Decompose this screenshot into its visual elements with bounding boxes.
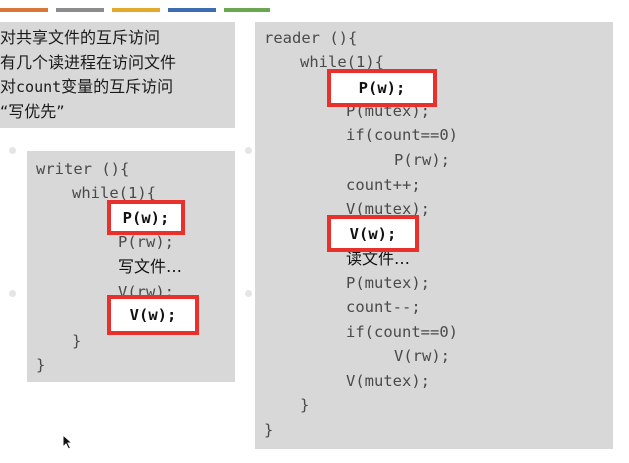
bullet-dot (9, 290, 16, 297)
reader-code-line: count--; (346, 298, 421, 316)
bullet-dot (245, 290, 252, 297)
writer-highlight-pw: P(w); (107, 200, 185, 235)
reader-code-line-highlighted: P(w); (358, 79, 406, 97)
header-stripe-green (224, 8, 270, 12)
reader-code-line: if(count==0) (346, 126, 458, 144)
bullet-dot (9, 147, 16, 154)
header-stripe-orange (0, 8, 48, 12)
writer-code-line-highlighted: P(w); (122, 208, 170, 227)
writer-code-panel: writer (){ while(1){ P(rw); 写文件… V(rw); … (27, 151, 235, 382)
reader-code-line: V(mutex); (346, 200, 430, 218)
header-stripe-gray (56, 8, 104, 12)
writer-code-line: } (36, 356, 46, 374)
reader-code-line: P(rw); (394, 151, 450, 169)
reader-code-line: V(rw); (394, 347, 450, 365)
note-line-1: 对共享文件的互斥访问 (0, 28, 161, 47)
header-stripe-yellow (112, 8, 160, 12)
note-line-4: “写优先” (0, 102, 65, 121)
reader-code-line: reader (){ (264, 29, 358, 47)
writer-code-line: 写文件… (118, 257, 183, 276)
writer-code-line: P(rw); (118, 233, 174, 251)
bullet-dot (245, 147, 252, 154)
reader-highlight-vw: V(w); (327, 215, 419, 252)
note-line-3: 对count变量的互斥访问 (0, 77, 173, 97)
reader-code-line: 读文件… (346, 249, 411, 268)
mouse-pointer-icon (62, 434, 74, 450)
reader-code-line: count++; (346, 176, 421, 194)
reader-code-line-highlighted: V(w); (349, 224, 397, 243)
writer-code-line: } (72, 332, 82, 350)
writer-code-line: writer (){ (36, 160, 130, 178)
reader-code-line: } (300, 396, 310, 414)
header-stripe-blue (168, 8, 216, 12)
reader-code-line: } (264, 421, 274, 439)
writer-code-line: while(1){ (72, 184, 156, 202)
note-line-2: 有几个读进程在访问文件 (0, 53, 177, 72)
note-line-3-pre: 对 (0, 77, 17, 96)
writer-highlight-vw: V(w); (107, 295, 199, 335)
reader-code-line: while(1){ (300, 53, 384, 71)
reader-highlight-pw: P(w); (327, 69, 437, 107)
notes-panel: 对共享文件的互斥访问 有几个读进程在访问文件 对count变量的互斥访问 “写优… (0, 22, 235, 128)
note-line-3-code: count (16, 78, 62, 96)
reader-code-line: P(mutex); (346, 274, 430, 292)
reader-code-line: V(mutex); (346, 372, 430, 390)
writer-code-line-highlighted: V(w); (129, 306, 177, 324)
reader-code-line: if(count==0) (346, 323, 458, 341)
note-line-3-post: 变量的互斥访问 (61, 77, 174, 96)
